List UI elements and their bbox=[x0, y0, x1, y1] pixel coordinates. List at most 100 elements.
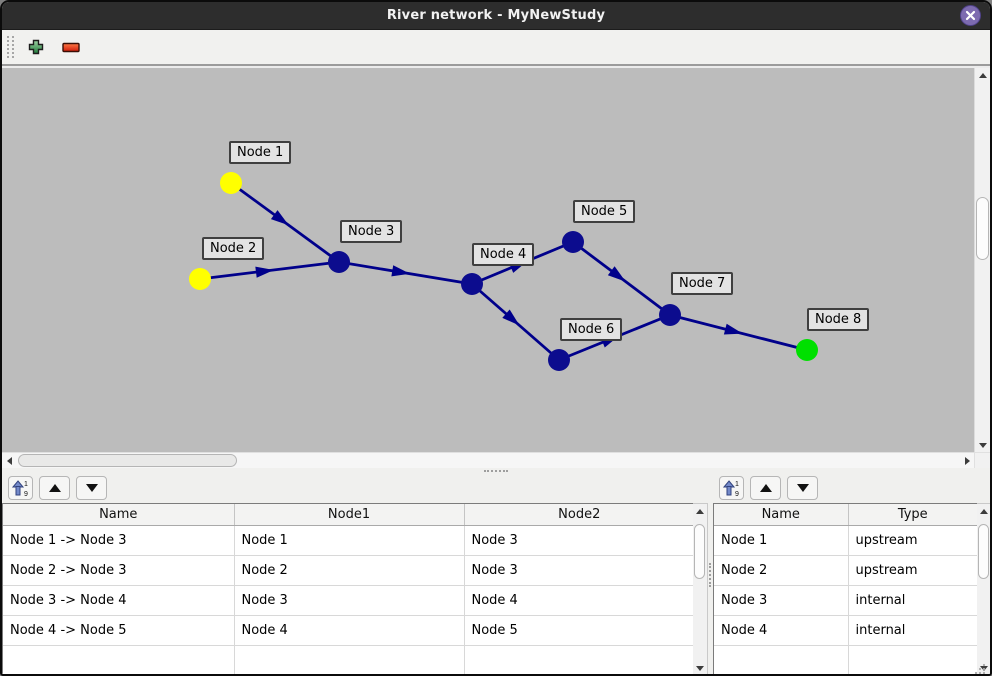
node-label[interactable]: Node 8 bbox=[807, 308, 870, 331]
canvas-horizontal-scrollbar[interactable] bbox=[2, 453, 975, 468]
scroll-up-icon[interactable] bbox=[693, 504, 707, 518]
add-node-button[interactable] bbox=[23, 34, 49, 60]
sort-button[interactable]: 1 9 bbox=[8, 476, 33, 500]
table-row[interactable] bbox=[3, 645, 693, 674]
table-cell[interactable]: Node 3 bbox=[234, 585, 465, 616]
branches-table-scrollbar[interactable] bbox=[693, 503, 708, 675]
table-cell[interactable]: Node 5 bbox=[464, 615, 693, 646]
edge-arrow-icon bbox=[270, 210, 289, 226]
remove-node-button[interactable] bbox=[58, 34, 84, 60]
node-label[interactable]: Node 7 bbox=[671, 272, 734, 295]
table-cell[interactable]: Node 3 bbox=[464, 525, 693, 556]
resize-grip-icon[interactable] bbox=[973, 662, 987, 676]
table-cell[interactable]: Node 4 -> Node 5 bbox=[3, 615, 235, 646]
canvas-row: Node 1 Node 2 Node 3 Node 4 Node 5 Node 6 Node… bbox=[2, 66, 990, 452]
table-row[interactable] bbox=[714, 645, 977, 674]
move-down-button[interactable] bbox=[76, 476, 107, 500]
edge-arrow-icon bbox=[502, 309, 520, 326]
network-canvas[interactable]: Node 1 Node 2 Node 3 Node 4 Node 5 Node 6 Node… bbox=[2, 68, 974, 452]
node-label[interactable]: Node 4 bbox=[472, 243, 535, 266]
table-cell[interactable]: upstream bbox=[848, 555, 977, 586]
down-arrow-icon bbox=[796, 484, 809, 492]
table-cell[interactable]: upstream bbox=[848, 525, 977, 556]
table-cell[interactable]: Node 2 bbox=[234, 555, 465, 586]
table-cell[interactable]: Node 3 -> Node 4 bbox=[3, 585, 235, 616]
column-header[interactable]: Type bbox=[848, 504, 977, 526]
table-cell[interactable] bbox=[714, 645, 849, 674]
table-cell[interactable] bbox=[3, 645, 235, 674]
move-up-button[interactable] bbox=[39, 476, 70, 500]
scroll-left-icon[interactable] bbox=[2, 454, 16, 468]
move-down-button[interactable] bbox=[787, 476, 818, 500]
table-cell[interactable]: Node 4 bbox=[464, 585, 693, 616]
node-circle[interactable] bbox=[659, 304, 681, 326]
scroll-down-icon[interactable] bbox=[975, 438, 990, 452]
node-circle[interactable] bbox=[220, 172, 242, 194]
canvas-vscroll-thumb[interactable] bbox=[976, 197, 989, 260]
window-title: River network - MyNewStudy bbox=[386, 8, 606, 23]
node-circle[interactable] bbox=[328, 251, 350, 273]
table-cell[interactable]: Node 2 bbox=[714, 555, 849, 586]
horizontal-splitter[interactable] bbox=[2, 468, 990, 473]
nodes-scroll-thumb[interactable] bbox=[978, 524, 989, 579]
scroll-up-icon[interactable] bbox=[977, 504, 990, 518]
vertical-splitter[interactable] bbox=[708, 473, 713, 674]
table-cell[interactable] bbox=[464, 645, 693, 674]
table-cell[interactable] bbox=[848, 645, 977, 674]
table-cell[interactable]: Node 4 bbox=[714, 615, 849, 646]
column-header[interactable]: Name bbox=[714, 504, 849, 526]
plus-icon bbox=[28, 39, 44, 55]
table-cell[interactable]: Node 1 -> Node 3 bbox=[3, 525, 235, 556]
table-cell[interactable]: Node 3 bbox=[464, 555, 693, 586]
toolbar-drag-handle[interactable] bbox=[7, 36, 14, 58]
canvas-hscroll-thumb[interactable] bbox=[18, 454, 237, 467]
canvas-vertical-scrollbar[interactable] bbox=[974, 68, 990, 452]
column-header[interactable]: Node1 bbox=[234, 504, 465, 526]
table-cell[interactable]: Node 2 -> Node 3 bbox=[3, 555, 235, 586]
node-circle[interactable] bbox=[189, 268, 211, 290]
table-cell[interactable]: Node 3 bbox=[714, 585, 849, 616]
edge-arrow-icon bbox=[255, 266, 274, 278]
table-cell[interactable]: Node 1 bbox=[234, 525, 465, 556]
scroll-down-icon[interactable] bbox=[693, 662, 707, 675]
node-label[interactable]: Node 5 bbox=[573, 200, 636, 223]
node-label[interactable]: Node 6 bbox=[560, 318, 623, 341]
table-cell[interactable] bbox=[234, 645, 465, 674]
node-label[interactable]: Node 1 bbox=[229, 141, 292, 164]
scroll-right-icon[interactable] bbox=[960, 454, 974, 468]
node-label[interactable]: Node 3 bbox=[340, 220, 403, 243]
node-circle[interactable] bbox=[796, 339, 818, 361]
table-cell[interactable]: internal bbox=[848, 615, 977, 646]
table-cell[interactable]: Node 4 bbox=[234, 615, 465, 646]
node-circle[interactable] bbox=[461, 273, 483, 295]
node-circle[interactable] bbox=[548, 349, 570, 371]
sort-button[interactable]: 1 9 bbox=[719, 476, 744, 500]
branches-scroll-thumb[interactable] bbox=[694, 524, 705, 579]
nodes-toolbar: 1 9 bbox=[713, 473, 990, 503]
nodes-table-scrollbar[interactable] bbox=[977, 503, 990, 674]
close-button[interactable] bbox=[960, 5, 981, 26]
column-header[interactable]: Name bbox=[3, 504, 235, 526]
column-header[interactable]: Node2 bbox=[464, 504, 693, 526]
edge-arrow-icon bbox=[607, 266, 626, 282]
table-cell[interactable]: Node 1 bbox=[714, 525, 849, 556]
svg-text:1: 1 bbox=[24, 481, 28, 488]
table-cell[interactable]: internal bbox=[848, 585, 977, 616]
node-circle[interactable] bbox=[562, 231, 584, 253]
node-label[interactable]: Node 2 bbox=[202, 237, 265, 260]
sort-ascending-icon: 1 9 bbox=[722, 480, 739, 497]
scroll-up-icon[interactable] bbox=[975, 68, 990, 82]
move-up-button[interactable] bbox=[750, 476, 781, 500]
